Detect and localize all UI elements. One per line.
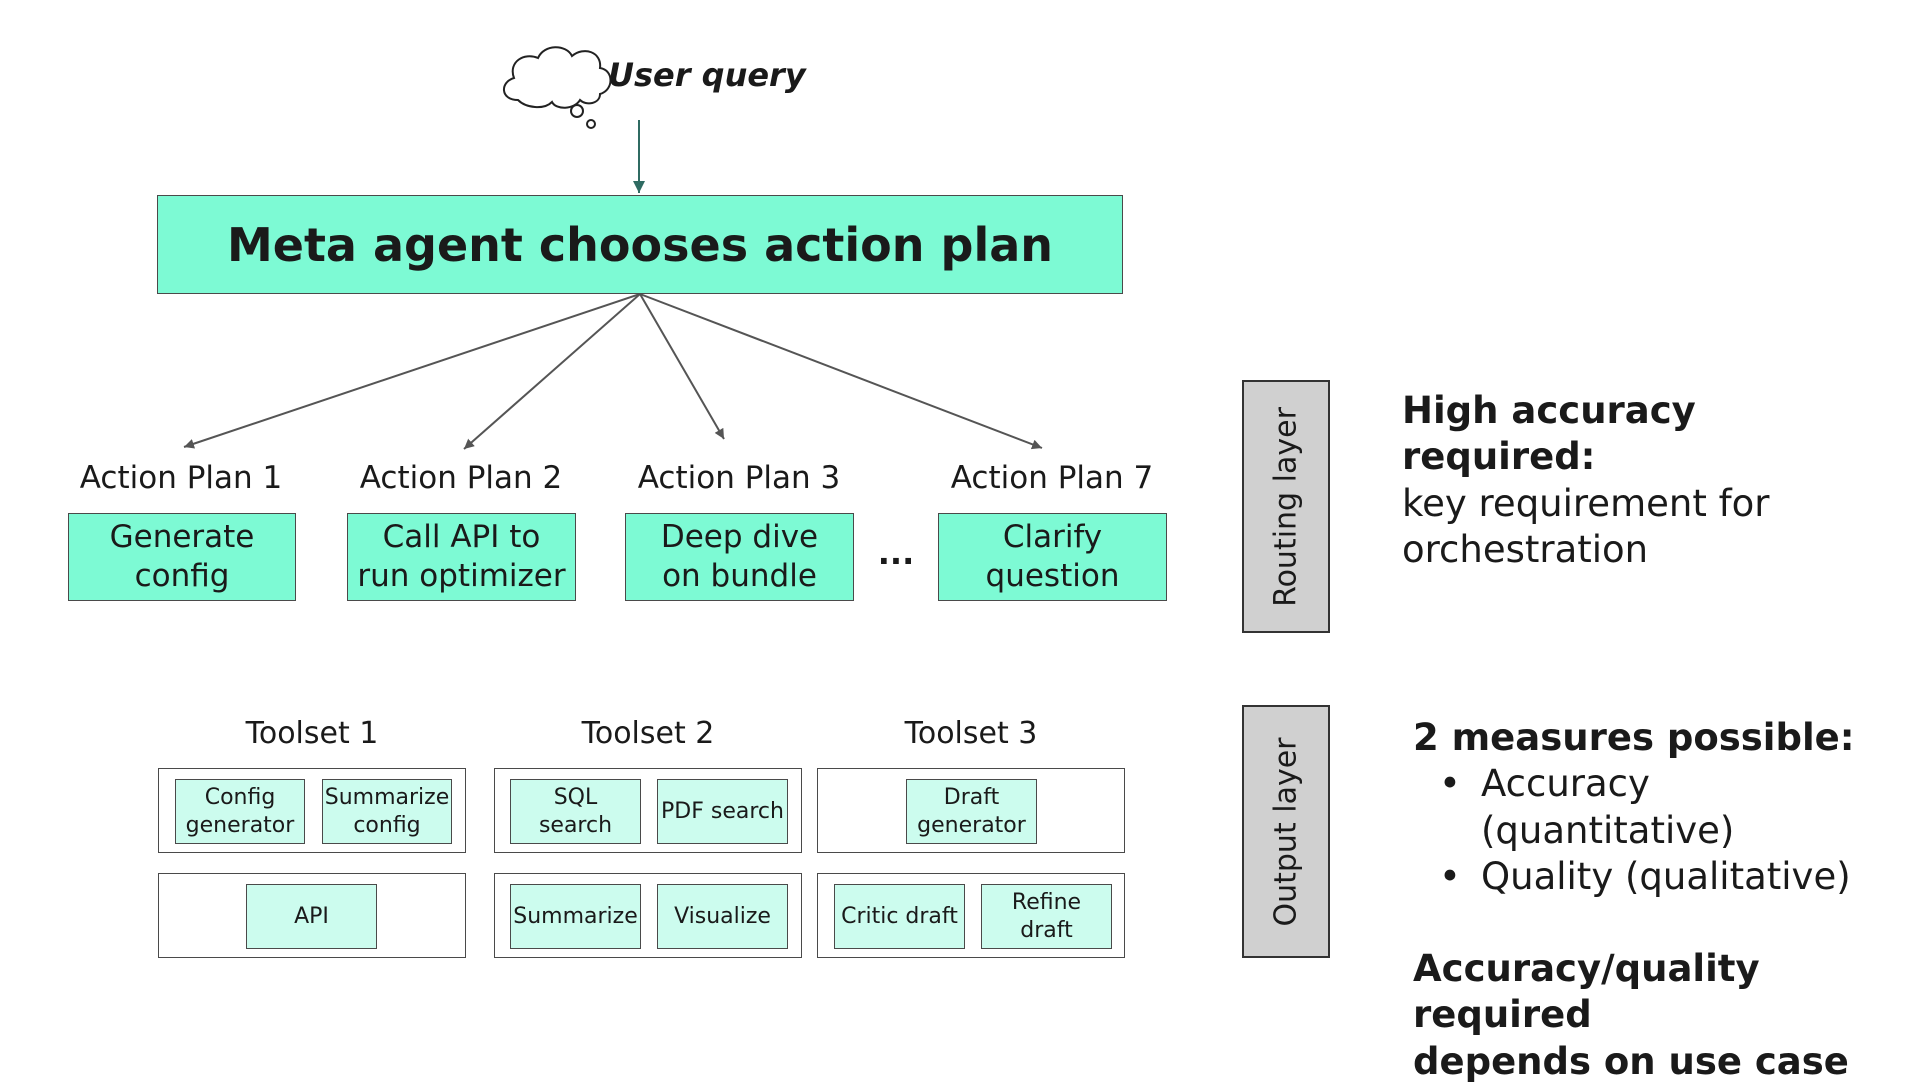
tool-box: Summarize config bbox=[322, 779, 452, 844]
tool-label: SQL search bbox=[538, 785, 613, 838]
action-plan-box: Deep dive on bundle bbox=[625, 513, 854, 601]
action-plan-text: Call API to run optimizer bbox=[357, 519, 566, 594]
output-layer-box: Output layer bbox=[1242, 705, 1330, 958]
routing-note-line: orchestration bbox=[1402, 527, 1649, 571]
output-note: 2 measures possible: Accuracy (quantitat… bbox=[1413, 715, 1913, 1085]
action-plan-text: Generate config bbox=[109, 519, 255, 594]
tool-box: Draft generator bbox=[906, 779, 1037, 844]
arrow-plan-2 bbox=[463, 293, 641, 450]
action-plan-label: Action Plan 2 bbox=[359, 460, 563, 496]
tool-box: Visualize bbox=[657, 884, 788, 949]
output-layer-label: Output layer bbox=[1268, 736, 1304, 927]
output-note-footer: depends on use case bbox=[1413, 1039, 1849, 1083]
routing-layer-box: Routing layer bbox=[1242, 380, 1330, 633]
tool-label: Config generator bbox=[185, 785, 295, 838]
action-plan-box: Clarify question bbox=[938, 513, 1167, 601]
measure-item: Accuracy (quantitative) bbox=[1413, 761, 1913, 854]
toolset-label: Toolset 1 bbox=[245, 716, 379, 751]
measures-list: Accuracy (quantitative) Quality (qualita… bbox=[1413, 761, 1913, 900]
tool-box: Config generator bbox=[175, 779, 305, 844]
ellipsis: ... bbox=[877, 534, 915, 572]
action-plan-label: Action Plan 1 bbox=[79, 460, 283, 496]
output-note-footer: Accuracy/quality required bbox=[1413, 947, 1760, 1037]
action-plan-box: Call API to run optimizer bbox=[347, 513, 576, 601]
arrow-plan-1 bbox=[183, 293, 641, 449]
toolset-label: Toolset 3 bbox=[904, 716, 1038, 751]
arrow-plan-3 bbox=[639, 293, 725, 440]
output-note-heading: 2 measures possible: bbox=[1413, 716, 1855, 759]
tool-box: PDF search bbox=[657, 779, 788, 844]
tool-box: API bbox=[246, 884, 377, 949]
tool-label: Visualize bbox=[674, 903, 771, 929]
action-plan-text: Clarify question bbox=[985, 519, 1120, 594]
routing-note: High accuracy required: key requirement … bbox=[1402, 388, 1872, 573]
measure-item: Quality (qualitative) bbox=[1413, 854, 1913, 901]
arrow-plan-7 bbox=[639, 293, 1043, 450]
tool-box: Refine draft bbox=[981, 884, 1112, 949]
tool-label: Summarize bbox=[513, 903, 638, 929]
toolset-label: Toolset 2 bbox=[581, 716, 715, 751]
routing-layer-label: Routing layer bbox=[1268, 406, 1304, 607]
action-plan-label: Action Plan 3 bbox=[637, 460, 841, 496]
user-query-label: User query bbox=[608, 56, 806, 94]
tool-label: Draft generator bbox=[917, 785, 1026, 838]
tool-label: Summarize config bbox=[324, 785, 450, 838]
tool-label: Critic draft bbox=[841, 903, 958, 929]
action-plan-box: Generate config bbox=[68, 513, 296, 601]
thought-cloud-icon bbox=[503, 46, 612, 129]
meta-agent-box: Meta agent chooses action plan bbox=[157, 195, 1123, 294]
tool-box: Summarize bbox=[510, 884, 641, 949]
tool-box: SQL search bbox=[510, 779, 641, 844]
action-plan-label: Action Plan 7 bbox=[950, 460, 1154, 496]
tool-label: PDF search bbox=[661, 798, 784, 824]
routing-note-heading: High accuracy required: bbox=[1402, 389, 1696, 479]
routing-note-line: key requirement for bbox=[1402, 481, 1770, 525]
action-plan-text: Deep dive on bundle bbox=[660, 519, 819, 594]
meta-agent-title: Meta agent chooses action plan bbox=[226, 217, 1054, 272]
tool-box: Critic draft bbox=[834, 884, 965, 949]
tool-label: API bbox=[294, 903, 329, 929]
tool-label: Refine draft bbox=[1011, 890, 1082, 943]
